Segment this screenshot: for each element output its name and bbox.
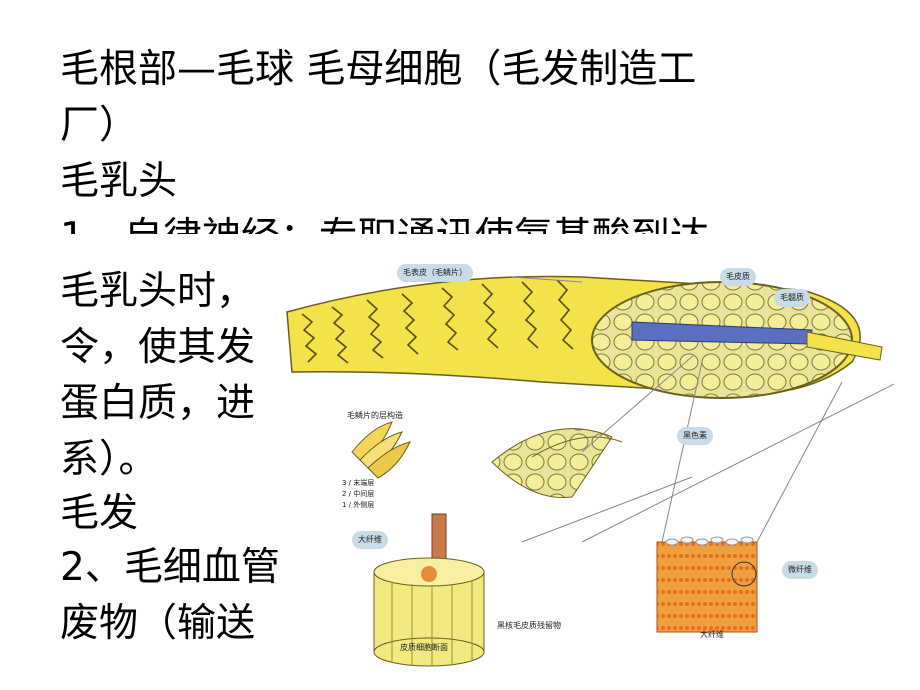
heading-line-2: 厂） xyxy=(60,103,139,148)
scale-layer-list: 3 / 末端层 2 / 中间层 1 / 外侧层 xyxy=(342,478,374,511)
subheading-hair: 毛发 xyxy=(60,491,139,536)
text-line-1: 1、自律神经：专职通讯使氨基酸到达 xyxy=(60,215,709,260)
text-line-3: 令，使其发 xyxy=(60,325,256,370)
text-line-7: 废物（输送 xyxy=(60,601,256,646)
label-macrofibril-bottom: 大纤维 xyxy=(700,630,724,639)
heading-line-1: 毛根部—毛球 毛母细胞（毛发制造工 xyxy=(60,47,697,92)
text-line-5: 系）。 xyxy=(60,437,158,482)
label-cortex: 毛皮质 xyxy=(720,268,756,286)
label-residue: 黑核毛皮质残留物 xyxy=(497,621,561,630)
label-scale-structure: 毛鳞片的层构造 xyxy=(347,411,403,420)
scale-layer-2: 2 / 中间层 xyxy=(342,490,375,498)
text-line-6: 2、毛细血管 xyxy=(60,545,280,590)
subheading-dermal-papilla: 毛乳头 xyxy=(60,159,178,204)
hair-structure-figure: 毛表皮（毛鳞片） 毛皮质 毛髓质 毛鳞片的层构造 黑色素 3 / 末端层 2 /… xyxy=(282,252,894,672)
label-cuticle: 毛表皮（毛鳞片） xyxy=(397,264,473,282)
hair-diagram-illustration xyxy=(286,275,894,667)
scale-layer-3: 3 / 末端层 xyxy=(342,479,375,487)
label-macrofibril: 大纤维 xyxy=(352,531,388,549)
label-melanin: 黑色素 xyxy=(677,427,713,445)
label-medulla: 毛髓质 xyxy=(774,289,810,307)
label-microfibril: 微纤维 xyxy=(782,561,818,579)
label-cortex-section: 皮质细胞断面 xyxy=(400,643,448,652)
text-line-4: 蛋白质，进 xyxy=(60,381,256,426)
scale-layer-1: 1 / 外侧层 xyxy=(342,501,375,509)
text-line-2: 毛乳头时， xyxy=(60,269,256,314)
